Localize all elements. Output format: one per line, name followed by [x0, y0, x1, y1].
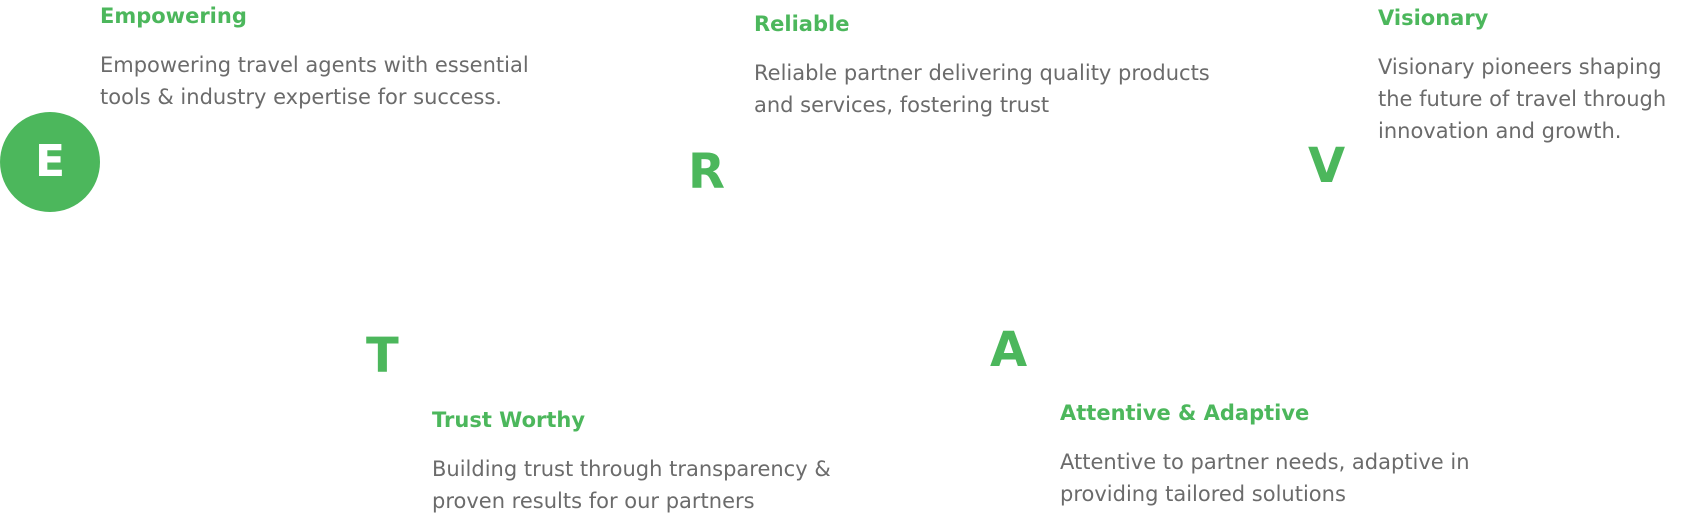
value-description-visionary: Visionary pioneers shaping the future of… [1378, 55, 1667, 144]
value-description-reliable: Reliable partner delivering quality prod… [754, 61, 1210, 118]
value-description-trust-worthy: Building trust through transparency & pr… [432, 457, 831, 514]
letter-badge-r[interactable]: R [688, 144, 725, 200]
letter-badge-a[interactable]: A [990, 322, 1028, 378]
letter-badge-e[interactable]: E [0, 112, 100, 212]
value-title-empowering: Empowering [100, 4, 247, 28]
value-block-attentive-adaptive: Attentive & Adaptive Attentive to partne… [1060, 401, 1500, 510]
value-description-attentive-adaptive: Attentive to partner needs, adaptive in … [1060, 450, 1470, 507]
value-title-attentive-adaptive: Attentive & Adaptive [1060, 401, 1310, 425]
value-block-reliable: Reliable Reliable partner delivering qua… [754, 12, 1244, 121]
value-block-trust-worthy: Trust Worthy Building trust through tran… [432, 408, 872, 517]
value-title-trust-worthy: Trust Worthy [432, 408, 586, 432]
letter-badge-v[interactable]: V [1308, 138, 1346, 194]
value-title-reliable: Reliable [754, 12, 850, 36]
value-block-empowering: Empowering Empowering travel agents with… [100, 4, 560, 113]
letter-badge-t[interactable]: T [366, 328, 399, 384]
value-block-visionary: Visionary Visionary pioneers shaping the… [1378, 6, 1696, 147]
value-title-visionary: Visionary [1378, 6, 1489, 30]
value-description-empowering: Empowering travel agents with essential … [100, 53, 529, 110]
